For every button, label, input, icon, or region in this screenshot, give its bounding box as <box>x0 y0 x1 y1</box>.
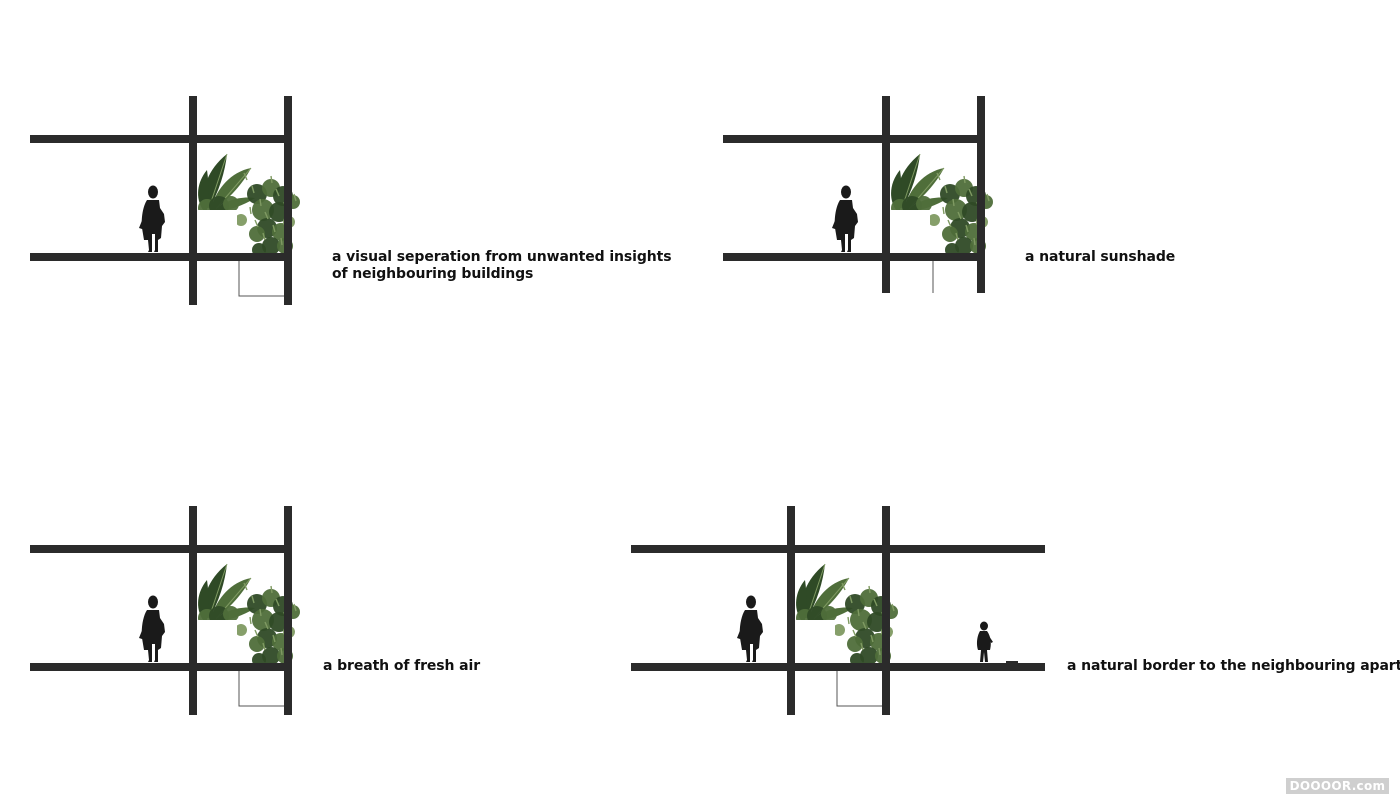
roof-slab-fresh-air <box>30 545 292 553</box>
column-outer-sunshade <box>977 96 985 293</box>
plants-fresh-air <box>198 563 300 667</box>
floor-slab-fresh-air <box>30 663 292 671</box>
diagram-privacy <box>30 96 300 305</box>
caption-sunshade-line-1: a natural sunshade <box>1025 249 1176 265</box>
watermark-badge: DOOOOR.com <box>1286 778 1389 794</box>
planter-sunshade <box>890 210 930 254</box>
caption-border-line-1: a natural border to the neighbouring apa… <box>1067 658 1400 674</box>
column-inner-fresh-air <box>189 506 197 715</box>
roof-slab-privacy <box>30 135 292 143</box>
person-sunshade <box>832 185 858 252</box>
person-privacy <box>139 185 165 252</box>
toy-border <box>1006 661 1018 663</box>
caption-privacy-line-1: a visual seperation from unwanted insigh… <box>332 249 672 265</box>
column-right-border <box>882 506 890 715</box>
floor-slab-sunshade <box>723 253 985 261</box>
planter-border <box>795 620 884 707</box>
diagram-fresh-air <box>30 506 300 715</box>
roof-slab-border <box>631 545 1045 553</box>
caption-fresh-air-line-1: a breath of fresh air <box>323 658 481 674</box>
diagram-sunshade <box>723 96 993 293</box>
planter-fresh-air <box>197 620 286 707</box>
roof-slab-sunshade <box>723 135 985 143</box>
caption-sunshade: a natural sunshade <box>1025 249 1175 266</box>
floor-slab-privacy <box>30 253 292 261</box>
diagram-border <box>631 506 1045 715</box>
person-border <box>737 595 763 662</box>
caption-border: a natural border to the neighbouring apa… <box>1067 658 1400 675</box>
column-left-border <box>787 506 795 715</box>
person-fresh-air <box>139 595 165 662</box>
column-outer-fresh-air <box>284 506 292 715</box>
column-inner-privacy <box>189 96 197 305</box>
caption-privacy: a visual seperation from unwanted insigh… <box>332 249 672 283</box>
caption-privacy-line-2: of neighbouring buildings <box>332 266 534 282</box>
caption-fresh-air: a breath of fresh air <box>323 658 480 675</box>
floor-slab-border <box>631 663 1045 671</box>
column-inner-sunshade <box>882 96 890 293</box>
child-border <box>976 621 993 662</box>
column-outer-privacy <box>284 96 292 305</box>
